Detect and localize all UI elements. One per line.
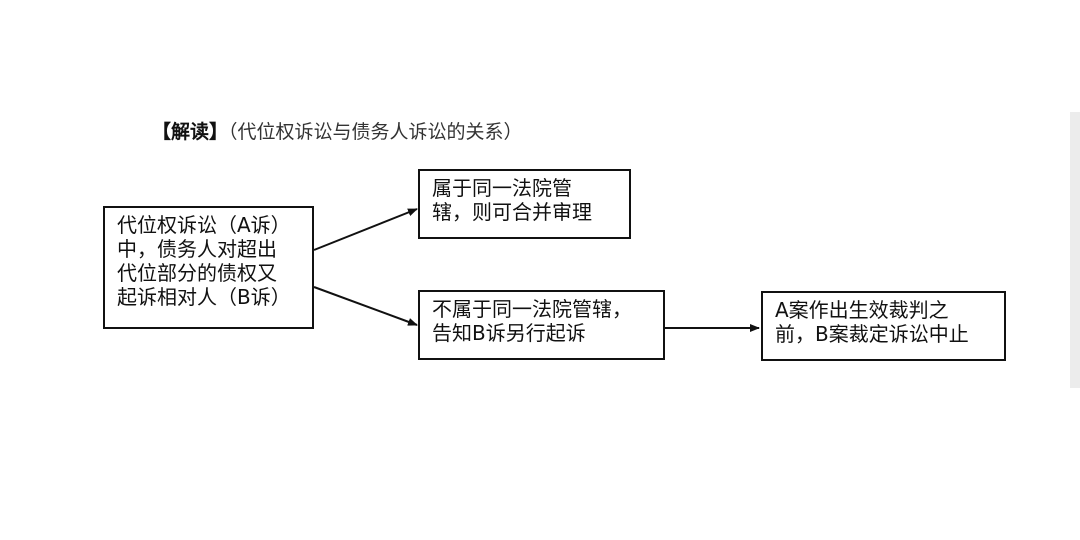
node-result: A案作出生效裁判之 前，B案裁定诉讼中止 [761,291,1006,361]
node-same-court-line-2: 辖，则可合并审理 [432,200,592,224]
node-result-line-2: 前，B案裁定诉讼中止 [775,322,969,346]
title-subject: （代位权诉讼与债务人诉讼的关系） [228,121,523,143]
node-diff-court-line-1: 不属于同一法院管辖， [432,297,632,321]
node-diff-court-line-2: 告知B诉另行起诉 [432,321,586,345]
node-a-suit-line-4: 起诉相对人（B诉） [117,285,291,309]
node-a-suit-line-1: 代位权诉讼（A诉） [117,213,291,237]
node-a-suit-line-3: 代位部分的债权又 [117,261,277,285]
arrow-to-diff-court [313,286,418,326]
node-a-suit-line-2: 中，债务人对超出 [117,237,277,261]
node-diff-court: 不属于同一法院管辖， 告知B诉另行起诉 [418,290,665,360]
arrow-to-same-court [313,208,418,251]
node-a-suit: 代位权诉讼（A诉） 中，债务人对超出 代位部分的债权又 起诉相对人（B诉） [103,206,314,329]
node-same-court-line-1: 属于同一法院管 [432,176,572,200]
node-result-line-1: A案作出生效裁判之 [775,298,949,322]
node-same-court: 属于同一法院管 辖，则可合并审理 [418,169,631,239]
diagram-title: 【解读】（代位权诉讼与债务人诉讼的关系） [152,118,523,146]
title-label: 【解读】 [152,121,229,143]
right-edge-shade [1070,112,1080,388]
